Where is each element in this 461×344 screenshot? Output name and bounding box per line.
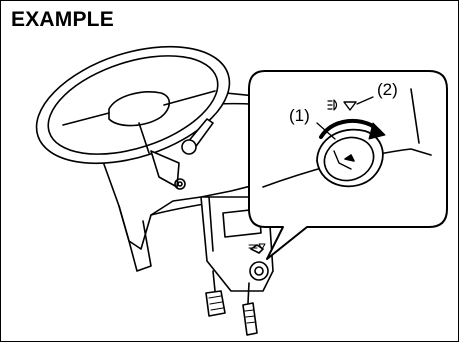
callout-2-label: (2) [377,80,398,99]
stalk-base [182,140,196,154]
console-knob [250,262,268,280]
accelerator-pedal [243,303,257,335]
callout-1-label: (1) [289,106,310,125]
